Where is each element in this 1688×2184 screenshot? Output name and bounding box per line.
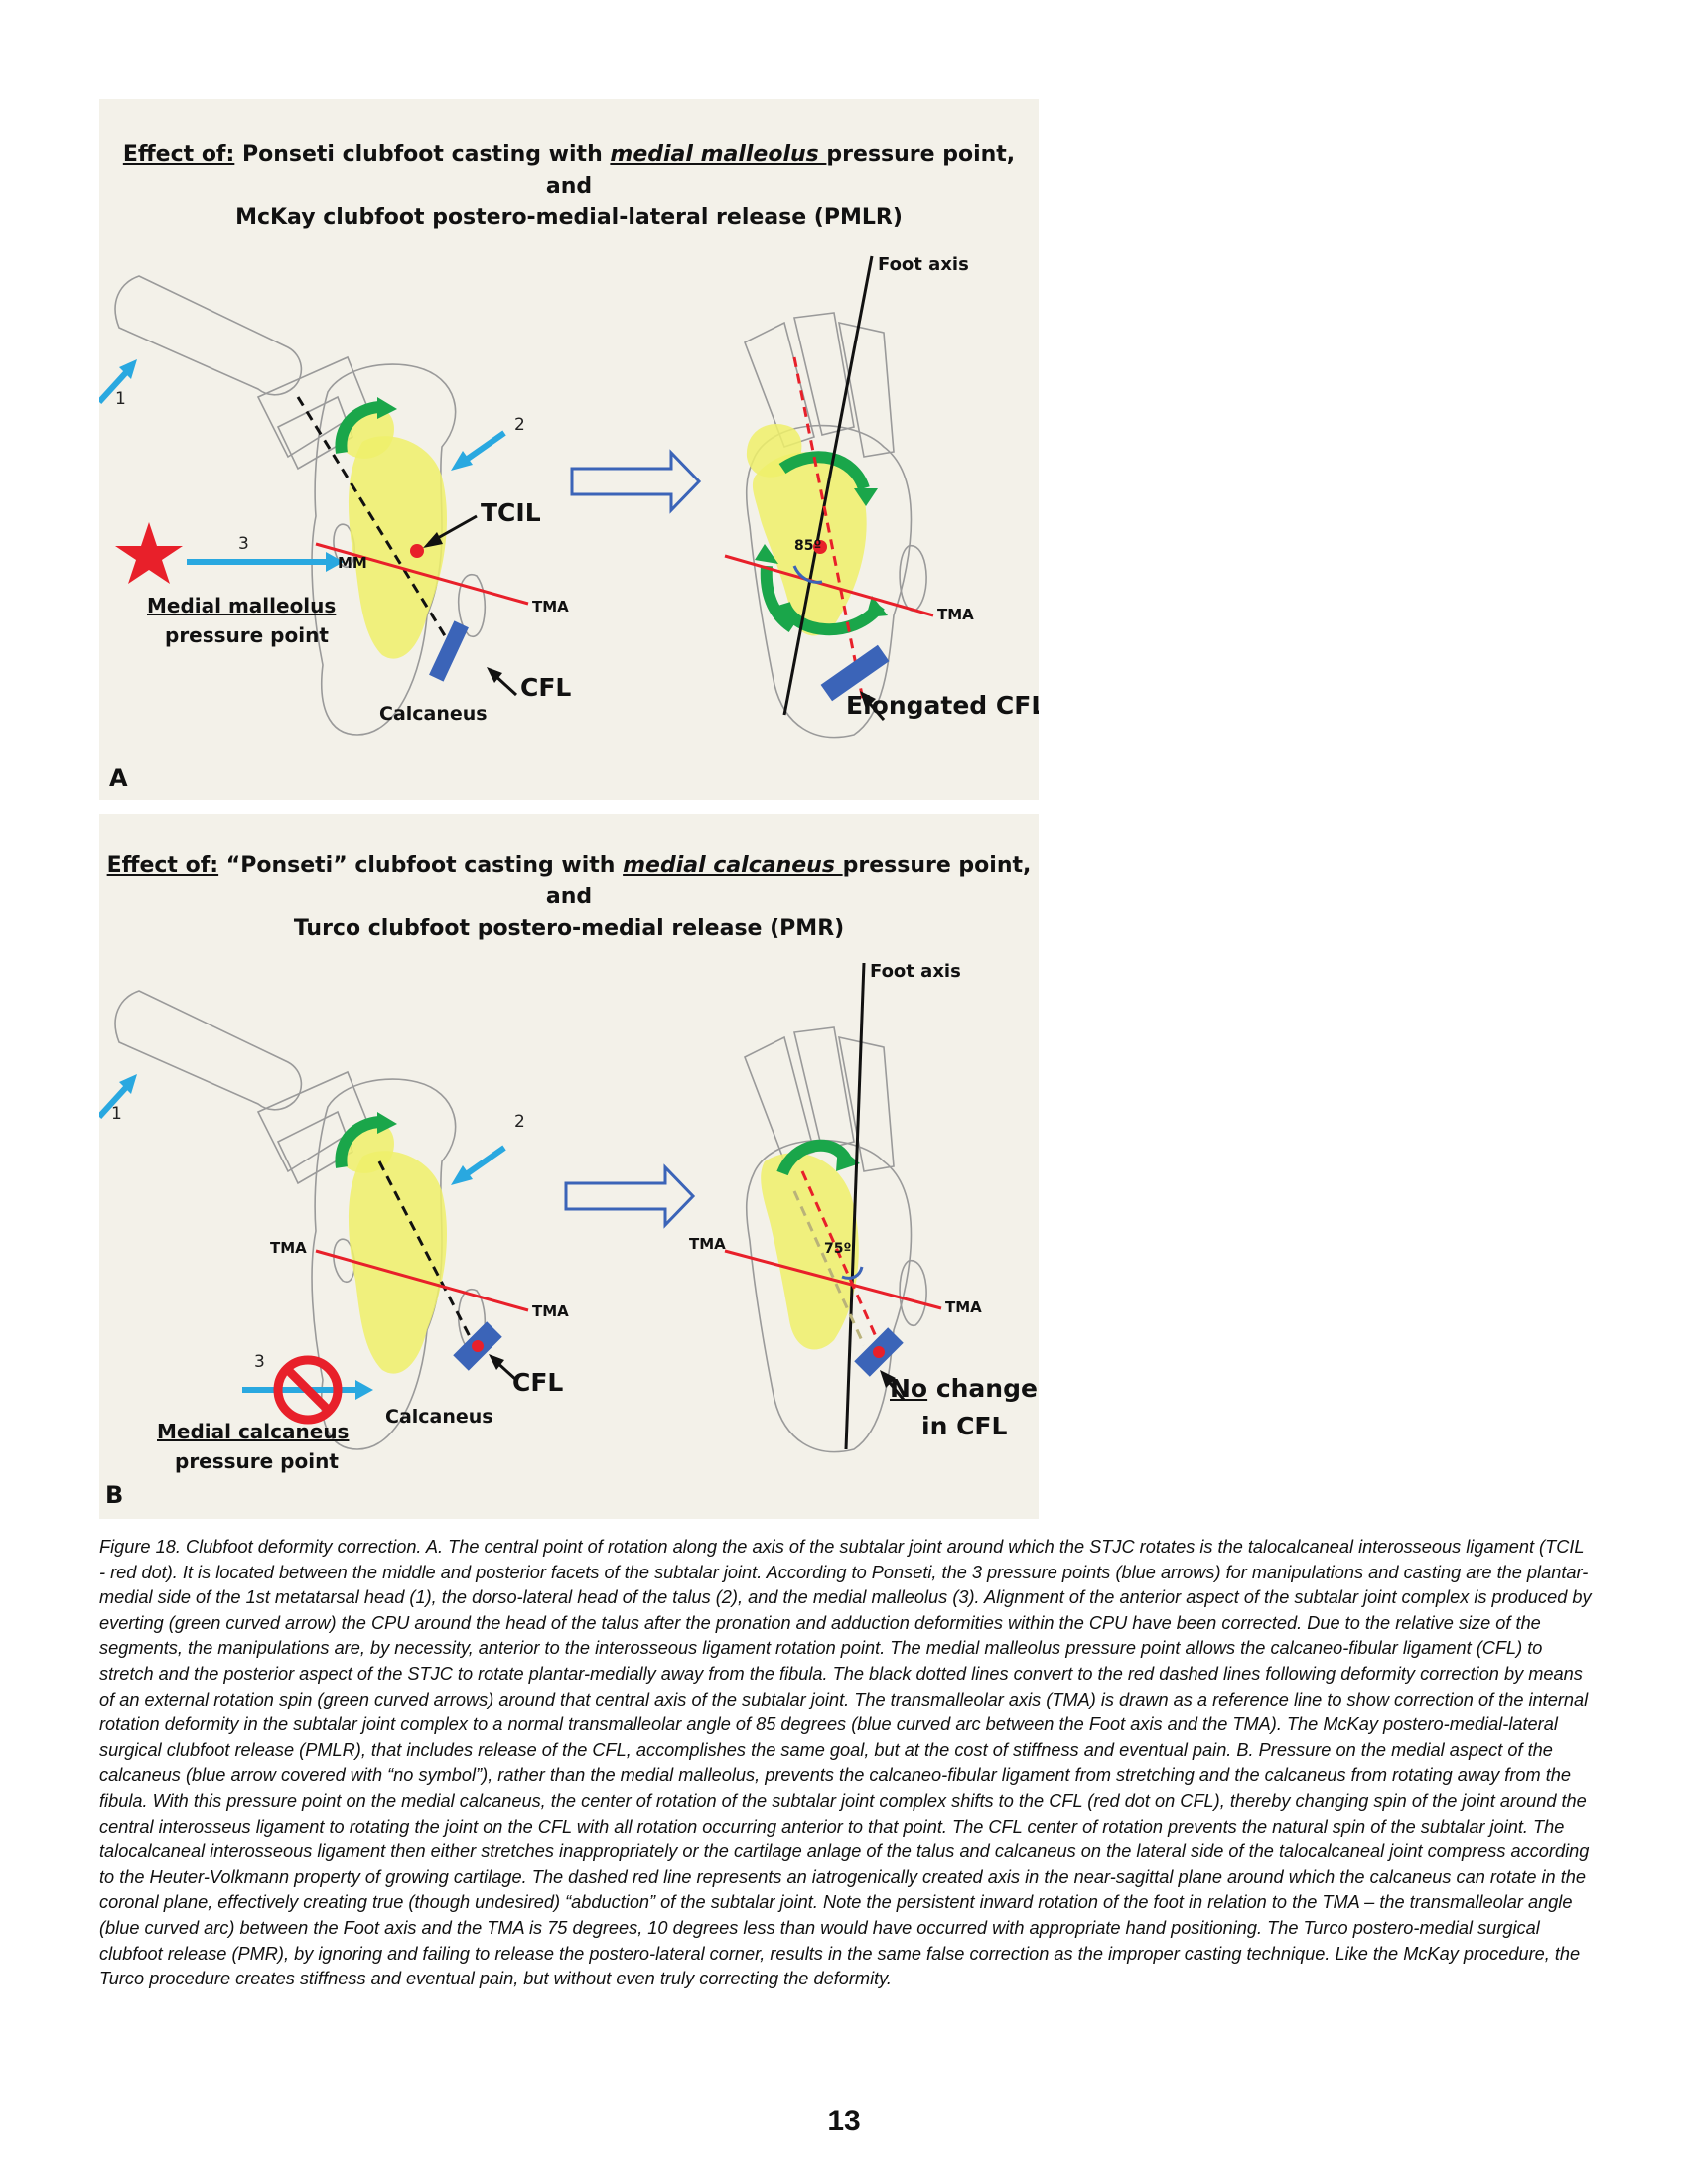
arrow-2-label-a: 2	[514, 415, 525, 435]
green-arrow-right-top	[778, 451, 870, 491]
panel-a-title-line-2: and	[545, 174, 593, 199]
right-talus-calcaneus-a	[752, 452, 867, 636]
tma-line-right-a	[724, 554, 934, 617]
green-arrow-left-b	[335, 1116, 380, 1168]
panel-b-title-post: pressure point,	[842, 853, 1032, 878]
foot-axis-line-b	[844, 962, 866, 1450]
cfl-label-b: CFL	[512, 1368, 564, 1397]
pressure-point-label-line1-b: Medial calcaneus	[157, 1420, 350, 1443]
pressure-point-label-line2-a: pressure point	[165, 623, 329, 647]
figure-panel-b: Effect of: “Ponseti” clubfoot casting wi…	[99, 814, 1039, 1519]
tcil-red-dot	[410, 544, 424, 558]
pressure-point-label-line1-a: Medial malleolus	[147, 594, 337, 617]
hollow-arrow-b	[564, 1163, 696, 1229]
panel-b-title-line-1: Effect of: “Ponseti” clubfoot casting wi…	[99, 850, 1039, 882]
foot-axis-label-a: Foot axis	[878, 254, 969, 275]
tma-label-right-a: TMA	[937, 606, 974, 623]
black-dotted-line-b	[377, 1160, 479, 1351]
panel-a-illustration	[99, 255, 934, 739]
panel-a-letter: A	[109, 764, 128, 792]
tma-label-left2-b: TMA	[532, 1302, 569, 1320]
tma-label-right1-b: TMA	[689, 1235, 726, 1253]
panel-b-letter: B	[105, 1481, 124, 1509]
panel-b-title-pre: “Ponseti” clubfoot casting with	[218, 853, 624, 878]
pressure-arrow-2-b	[463, 1145, 506, 1178]
tma-label-left1-b: TMA	[270, 1239, 307, 1257]
tma-line-left-b	[315, 1249, 529, 1312]
foot-axis-label-b: Foot axis	[870, 961, 961, 982]
arrow-3-label-b: 3	[254, 1352, 265, 1372]
panel-b-title-line-2: and	[545, 885, 593, 909]
cfl-red-dot-b	[472, 1340, 484, 1352]
calcaneus-label-a: Calcaneus	[379, 703, 488, 725]
figure-panel-a: Effect of: Ponseti clubfoot casting with…	[99, 99, 1039, 800]
pressure-arrow-2-a	[463, 430, 506, 464]
red-dashed-line-a	[792, 356, 866, 706]
panel-b-illustration	[99, 962, 942, 1453]
red-star-icon	[115, 522, 183, 584]
arrow-2-label-b: 2	[514, 1112, 525, 1132]
right-foot-outline	[743, 312, 927, 739]
right-talus-calcaneus-b	[761, 1153, 859, 1350]
green-arrow-left-a	[335, 401, 380, 454]
panel-a-title-post: pressure point,	[826, 142, 1016, 167]
panel-a-title-line-1: Effect of: Ponseti clubfoot casting with…	[99, 139, 1039, 171]
panel-a-title-effect: Effect of:	[122, 142, 235, 167]
left-talus-calcaneus	[348, 436, 447, 659]
calcaneus-label-b: Calcaneus	[385, 1406, 493, 1428]
hollow-arrow-a	[570, 449, 702, 514]
no-symbol-icon	[273, 1355, 343, 1425]
angle-label-a: 85º	[794, 538, 822, 554]
pressure-point-label-line2-b: pressure point	[175, 1449, 339, 1473]
pressure-arrow-1-a	[99, 366, 132, 405]
tcil-label: TCIL	[481, 498, 541, 527]
panel-a-title-em: medial malleolus	[610, 142, 827, 167]
arrow-1-label-a: 1	[115, 389, 126, 409]
tma-line-right-b	[724, 1249, 942, 1310]
panel-b-title-line-3: Turco clubfoot postero-medial release (P…	[293, 916, 845, 941]
left-foot-outline	[114, 275, 487, 736]
tma-line-left-a	[315, 542, 529, 606]
angle-arc-a	[792, 565, 823, 584]
angle-arc-b	[841, 1266, 864, 1280]
cfl-label-a: CFL	[520, 673, 572, 702]
green-arrowhead-left-a	[377, 397, 397, 419]
elongated-cfl-label: Elongated CFL	[846, 691, 1039, 720]
cfl-ligament-left-a	[429, 620, 469, 682]
left-talus-calcaneus-b	[348, 1151, 447, 1374]
no-change-label-line1: No change	[890, 1374, 1038, 1403]
elongated-cfl-ligament	[820, 644, 890, 702]
pressure-arrow-1-b	[99, 1081, 132, 1120]
panel-a-title-line-3: McKay clubfoot postero-medial-lateral re…	[235, 205, 903, 230]
foot-axis-line-a	[782, 255, 874, 716]
no-change-rest: change	[927, 1374, 1038, 1403]
tma-label-left-a: TMA	[532, 598, 569, 615]
panel-b-title-effect: Effect of:	[106, 853, 219, 878]
angle-label-b: 75º	[824, 1241, 852, 1257]
page-number: 13	[827, 2105, 861, 2137]
figure-caption: Figure 18. Clubfoot deformity correction…	[99, 1537, 1592, 1989]
arrow-3-label-a: 3	[238, 534, 249, 554]
panel-a-title-pre: Ponseti clubfoot casting with	[234, 142, 611, 167]
panel-b-title-em: medial calcaneus	[623, 853, 843, 878]
mm-label: MM	[338, 554, 367, 572]
no-change-underlined: No	[890, 1374, 928, 1403]
tma-label-right2-b: TMA	[945, 1298, 982, 1316]
no-change-label-line2: in CFL	[921, 1412, 1008, 1440]
arrow-1-label-b: 1	[111, 1104, 122, 1124]
